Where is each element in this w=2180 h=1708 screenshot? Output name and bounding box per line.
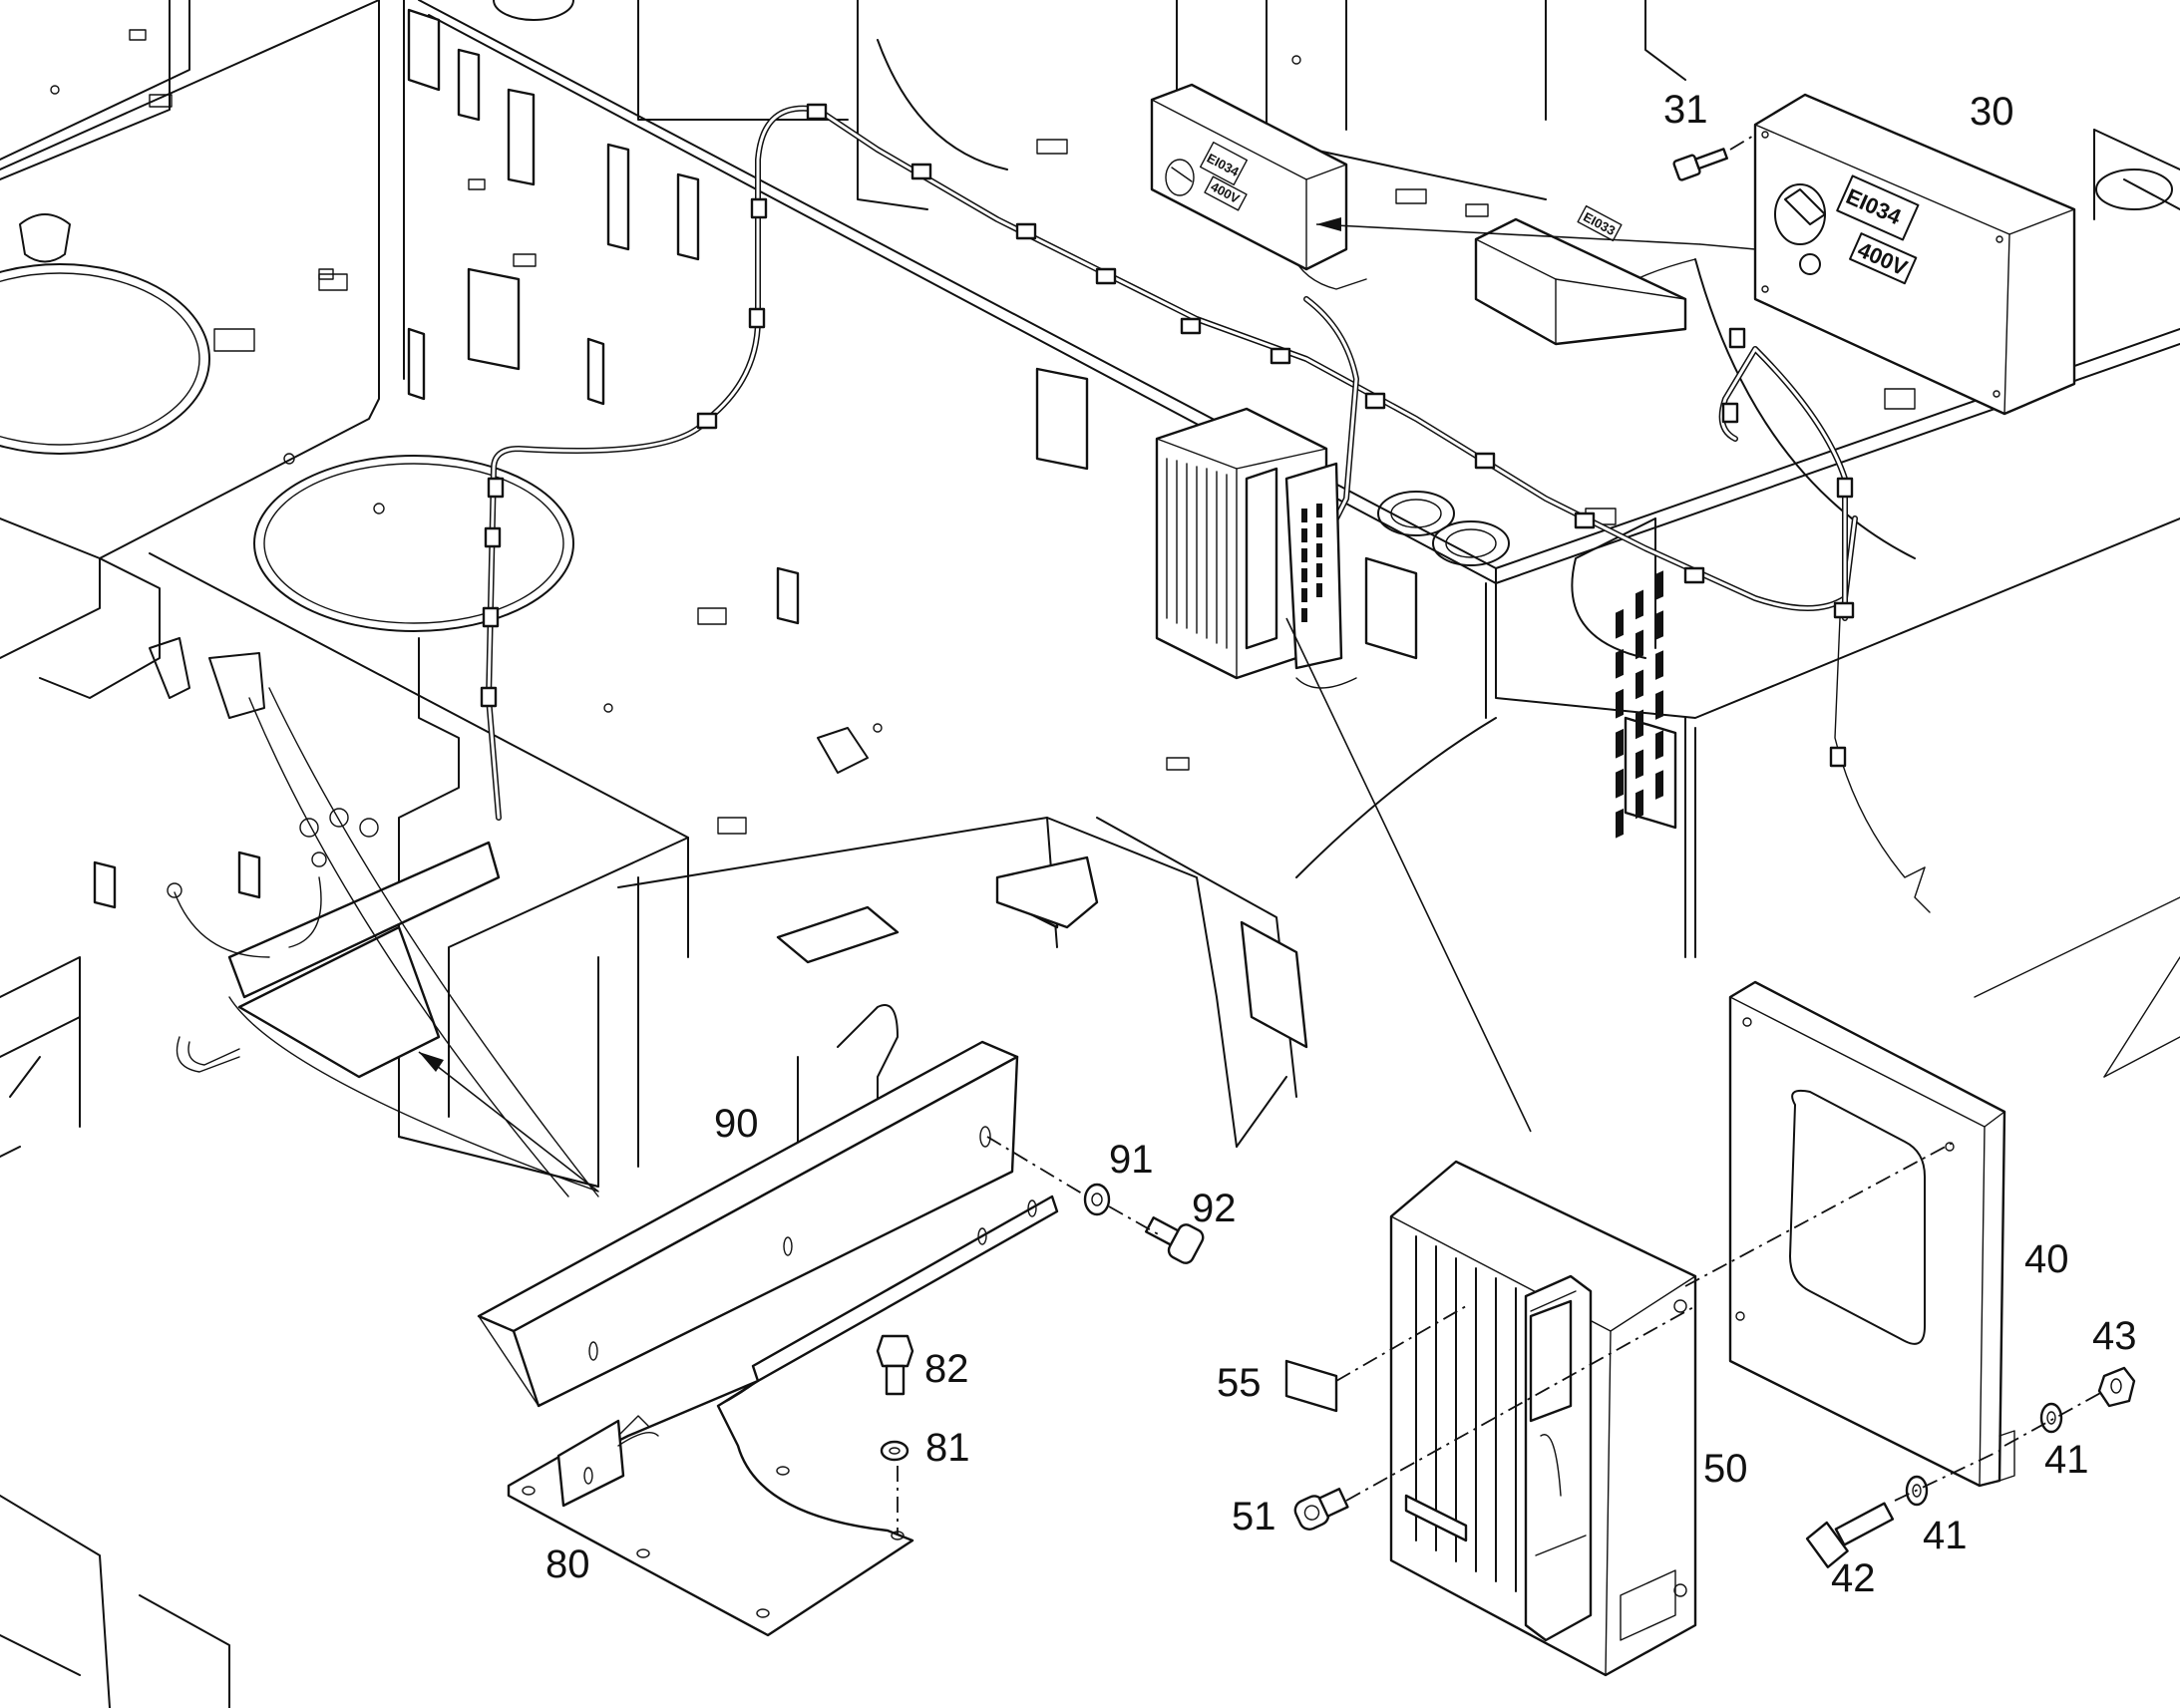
callout-91: 91 [1109, 1138, 1154, 1182]
axis-51 [1345, 1305, 1696, 1502]
mounted-drive-slots [1301, 504, 1322, 622]
part-81-washer [880, 1440, 909, 1462]
part-82-bolt [876, 1334, 914, 1396]
part-50-drive-unit [1389, 570, 1697, 1677]
cable-harness [480, 103, 1931, 913]
part-55-label [1284, 1359, 1338, 1413]
part-91-washer [1083, 1183, 1111, 1216]
callout-43: 43 [2092, 1314, 2137, 1358]
callout-30: 30 [1970, 90, 2014, 134]
part-41-washer-upper [2039, 1402, 2063, 1434]
callout-31: 31 [1663, 88, 1708, 132]
mounted-drive-fins [1166, 458, 1228, 649]
part-80-mounting-plate [507, 1195, 1059, 1637]
callout-82: 82 [924, 1347, 969, 1391]
part-43-nut [2097, 1366, 2136, 1408]
mounted-drive-assembly [1155, 407, 1357, 689]
drive-heatsink-fins [1415, 1235, 1517, 1592]
callout-55: 55 [1217, 1361, 1262, 1405]
axis-91-92 [1108, 1205, 1163, 1237]
arrowhead-80-90 [419, 1052, 444, 1072]
callout-51: 51 [1232, 1495, 1276, 1538]
callout-90: 90 [714, 1102, 759, 1146]
axis-31 [1729, 134, 1756, 151]
leader-50 [1285, 617, 1532, 1133]
frame-fasteners [50, 29, 1916, 838]
part-90-angle-bracket [477, 1040, 1019, 1408]
box-voltage-plate: 400V [1849, 232, 1918, 285]
callout-92: 92 [1192, 1187, 1237, 1230]
part-30-control-box: EI034 400V [1753, 93, 2076, 416]
part-31-screw [1672, 148, 1728, 181]
axis-41-42 [1894, 1450, 2000, 1502]
axis-50-40 [1684, 1141, 1956, 1287]
drive-vent-slots [1616, 570, 1663, 839]
rear-control-box: EI033 [1474, 204, 1687, 346]
leader-30 [1315, 223, 1701, 245]
harness-clips [480, 103, 1855, 768]
callout-41-lower: 41 [1923, 1514, 1968, 1557]
mounted-control-box: EI034 400V [1150, 83, 1348, 271]
part-42-bolt [1805, 1502, 1895, 1568]
callout-42: 42 [1831, 1556, 1876, 1600]
part-92-bolt [1144, 1215, 1205, 1264]
leader-80-90 [418, 1051, 599, 1193]
callout-81: 81 [925, 1426, 970, 1470]
isolator-switch-icon [1774, 183, 1826, 275]
callout-80: 80 [545, 1542, 590, 1586]
callout-41-upper: 41 [2044, 1438, 2089, 1482]
callout-50: 50 [1703, 1447, 1748, 1491]
callout-labels: 30 31 40 41 41 42 43 50 51 55 80 81 82 9… [545, 88, 2137, 1600]
callout-40: 40 [2024, 1237, 2069, 1281]
axis-90-91 [986, 1136, 1088, 1197]
axis-55 [1335, 1305, 1467, 1382]
part-51-screw [1293, 1488, 1349, 1531]
arrowhead-30 [1316, 217, 1341, 231]
axis-41-43 [2003, 1390, 2105, 1447]
part-40-mounting-bracket [1728, 980, 2015, 1488]
